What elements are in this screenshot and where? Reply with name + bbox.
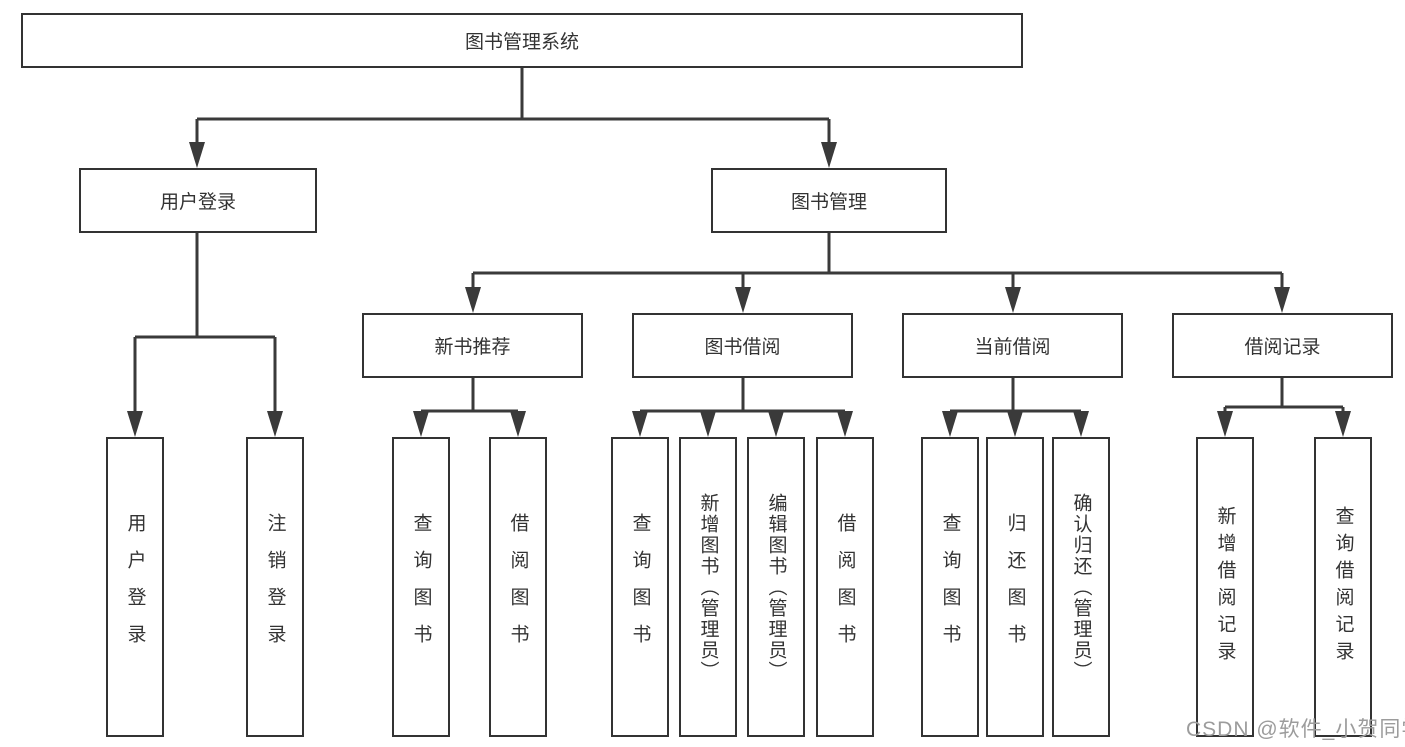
leaf-borrow-books: 借阅图书 (816, 437, 874, 737)
arrowheads (127, 142, 1351, 437)
node-label: 确认归还（管理员） (1070, 492, 1092, 682)
leaf-return-book: 归还图书 (986, 437, 1044, 737)
node-label: 用户登录 (124, 513, 146, 661)
node-label: 注销登录 (264, 513, 286, 661)
node-label: 编辑图书（管理员） (765, 492, 787, 682)
node-label: 借阅图书 (834, 513, 856, 661)
node-root: 图书管理系统 (21, 13, 1023, 68)
node-label: 图书管理 (790, 192, 867, 213)
leaf-edit-book-admin: 编辑图书（管理员） (747, 437, 805, 737)
node-label: 借阅图书 (507, 513, 529, 661)
node-label: 归还图书 (1004, 513, 1026, 661)
leaf-borrow-books-recommend: 借阅图书 (489, 437, 547, 737)
leaf-query-books-borrow: 查询图书 (611, 437, 669, 737)
node-current-borrow: 当前借阅 (902, 313, 1123, 378)
node-label: 当前借阅 (974, 337, 1051, 358)
leaf-query-borrow-record: 查询借阅记录 (1314, 437, 1372, 737)
leaf-confirm-return-admin: 确认归还（管理员） (1052, 437, 1110, 737)
node-label: 图书管理系统 (464, 32, 579, 53)
node-label: 查询图书 (629, 513, 651, 661)
leaf-add-borrow-record: 新增借阅记录 (1196, 437, 1254, 737)
leaf-user-login: 用户登录 (106, 437, 164, 737)
node-book-borrow: 图书借阅 (632, 313, 853, 378)
node-label: 新增借阅记录 (1214, 506, 1236, 668)
leaf-logout: 注销登录 (246, 437, 304, 737)
node-book-management: 图书管理 (711, 168, 947, 233)
watermark: CSDN @软件_小贺同学 (1186, 718, 1405, 741)
leaf-add-book-admin: 新增图书（管理员） (679, 437, 737, 737)
node-label: 借阅记录 (1244, 337, 1321, 358)
node-borrow-records: 借阅记录 (1172, 313, 1393, 378)
node-label: 查询图书 (939, 513, 961, 661)
node-new-book-recommend: 新书推荐 (362, 313, 583, 378)
node-label: 查询图书 (410, 513, 432, 661)
node-user-login: 用户登录 (79, 168, 317, 233)
node-label: 新书推荐 (434, 337, 511, 358)
node-label: 用户登录 (159, 192, 236, 213)
node-label: 图书借阅 (704, 337, 781, 358)
leaf-query-books-recommend: 查询图书 (392, 437, 450, 737)
node-label: 查询借阅记录 (1332, 506, 1354, 668)
leaf-query-books-current: 查询图书 (921, 437, 979, 737)
node-label: 新增图书（管理员） (697, 492, 719, 682)
